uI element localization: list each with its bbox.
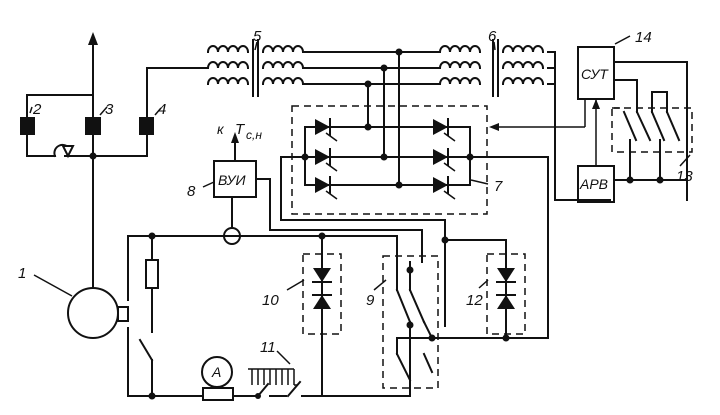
label-9: 9 — [366, 292, 375, 309]
labels: 1 2 3 4 5 6 7 8 9 10 11 12 13 14 ВУИ СУТ… — [18, 28, 693, 380]
label-2: 2 — [32, 101, 42, 118]
label-8: 8 — [187, 183, 196, 200]
output-subscript: с,н — [246, 128, 262, 142]
arv-block — [577, 150, 688, 203]
arrestor-10 — [302, 253, 342, 335]
transformer-5 — [206, 39, 305, 97]
label-5: 5 — [253, 28, 262, 45]
sut-block — [577, 46, 688, 150]
field-circuit — [127, 197, 398, 401]
vui-label: ВУИ — [218, 172, 247, 188]
three-phase-bus — [302, 48, 611, 201]
leader-lines — [29, 35, 691, 365]
output-prefix: к — [217, 121, 225, 137]
switch-9 — [321, 235, 439, 397]
transformer-6 — [438, 39, 545, 97]
sut-label: СУТ — [581, 66, 609, 82]
label-4: 4 — [158, 101, 166, 118]
label-13: 13 — [676, 168, 693, 185]
generator — [67, 32, 129, 339]
bus-connection — [26, 143, 148, 160]
label-11: 11 — [260, 339, 276, 356]
label-6: 6 — [488, 28, 497, 45]
switch-group-13 — [611, 61, 693, 201]
breaker-3 — [85, 117, 101, 135]
output-symbol: T — [235, 121, 246, 138]
breaker-2 — [20, 94, 94, 157]
label-10: 10 — [262, 292, 279, 309]
vui-block — [213, 132, 423, 263]
label-1: 1 — [18, 265, 26, 282]
label-12: 12 — [466, 292, 483, 309]
label-3: 3 — [105, 101, 114, 118]
label-7: 7 — [494, 178, 503, 195]
thyristor-bridge — [291, 105, 585, 215]
ammeter-label: A — [211, 364, 221, 380]
arv-label: АРВ — [579, 176, 608, 192]
breaker-4 — [139, 67, 209, 157]
label-14: 14 — [635, 29, 652, 46]
arrestor-12 — [441, 236, 526, 342]
